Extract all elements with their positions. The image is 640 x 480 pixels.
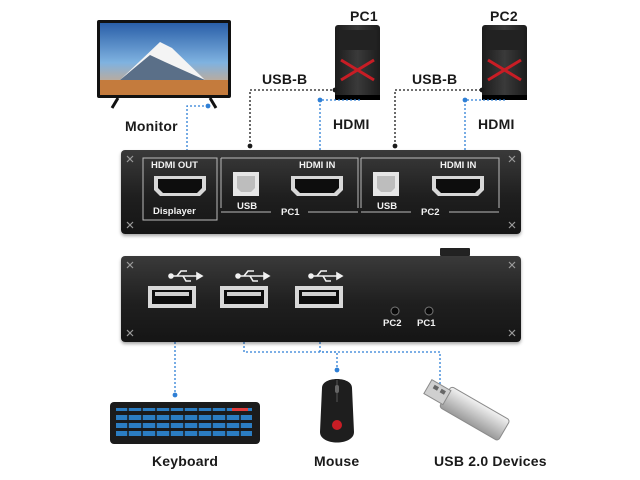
pc2-tower-image	[482, 25, 527, 100]
pc1-hdmi-in-port	[291, 176, 343, 196]
kvm-back-panel: PC2 PC1	[121, 256, 521, 342]
pc1-label: PC1	[350, 8, 378, 24]
pc1-led-text: PC1	[417, 318, 436, 329]
monitor-image	[97, 20, 231, 109]
pc2-hdmi-in-port	[432, 176, 484, 196]
keyboard-label: Keyboard	[152, 453, 219, 469]
kvm-front-panel: HDMI OUT Displayer HDMI IN USB PC1 HDMI …	[121, 150, 521, 234]
usb-drive-image	[423, 379, 510, 441]
hdmi-label-pc2: HDMI	[478, 116, 515, 132]
pc1-tower-image	[335, 25, 380, 100]
usb-a-port-keyboard	[148, 286, 196, 308]
mouse-label: Mouse	[314, 453, 360, 469]
keyboard-image	[110, 402, 260, 444]
pc2-port-group-label: PC2	[421, 207, 440, 218]
pc2-led-icon	[390, 306, 400, 316]
mouse-image	[320, 379, 354, 443]
pc1-hdmi-in-text: HDMI IN	[299, 160, 336, 171]
usb-devices-label: USB 2.0 Devices	[434, 453, 547, 469]
pc2-usb-b-port	[373, 172, 399, 196]
usb-b-label-pc2: USB-B	[412, 71, 458, 87]
pc2-hdmi-in-text: HDMI IN	[440, 160, 477, 171]
hdmi-out-text: HDMI OUT	[151, 160, 198, 171]
hdmi-out-port	[154, 176, 206, 196]
pc2-led-text: PC2	[383, 318, 402, 329]
usb-symbol-icons	[168, 270, 344, 282]
usb-a-port-mouse	[220, 286, 268, 308]
usb-b-label-pc1: USB-B	[262, 71, 308, 87]
hdmi-label-pc1: HDMI	[333, 116, 370, 132]
pc2-label: PC2	[490, 8, 518, 24]
pc1-led-icon	[424, 306, 434, 316]
monitor-label: Monitor	[125, 118, 178, 134]
pc1-port-group-label: PC1	[281, 207, 300, 218]
usb-a-port-device	[295, 286, 343, 308]
pc2-usb-text: USB	[377, 201, 398, 212]
front-panel-ports	[126, 155, 516, 229]
displayer-text: Displayer	[153, 206, 196, 217]
pc1-usb-text: USB	[237, 201, 258, 212]
pc1-usb-b-port	[233, 172, 259, 196]
switch-button[interactable]	[440, 248, 470, 256]
back-panel-ports	[126, 261, 516, 337]
